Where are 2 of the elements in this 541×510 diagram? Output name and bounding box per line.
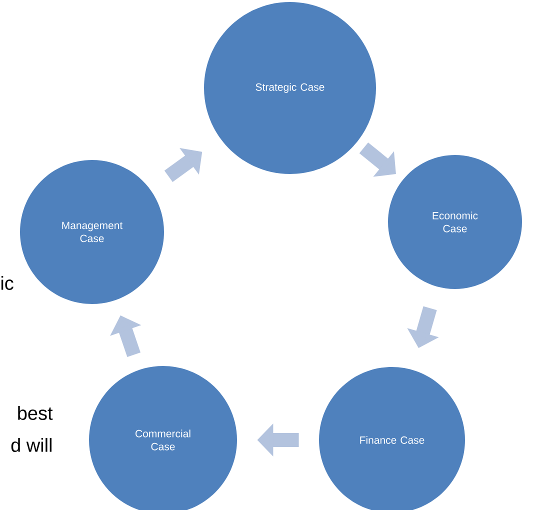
slide-text: best [18, 406, 53, 420]
slide-text: d will [11, 438, 52, 452]
